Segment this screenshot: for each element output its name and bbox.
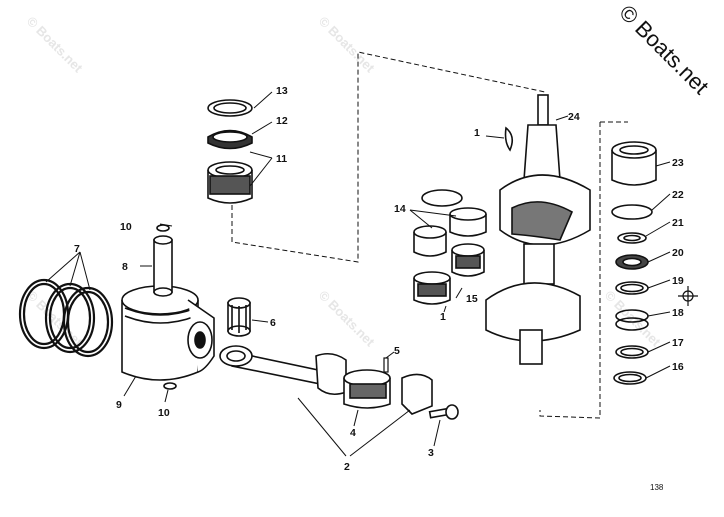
callout-16: 16 (672, 361, 684, 373)
callout-20: 20 (672, 247, 684, 259)
woodruff-key-1 (504, 126, 514, 152)
callout-17: 17 (672, 337, 684, 349)
callout-13: 13 (276, 85, 288, 97)
callout-labels: 13 12 11 10 8 7 6 9 10 2 4 5 3 14 15 1 1… (74, 85, 684, 473)
callout-1-upper: 1 (474, 127, 480, 139)
guide-line-right (539, 122, 601, 419)
connecting-rod-2 (219, 345, 433, 415)
needle-bearing-6 (227, 297, 251, 337)
lower-bearing-group (611, 141, 657, 385)
dowel-pin-5 (383, 357, 389, 373)
page-number: 138 (650, 483, 664, 492)
callout-1-lower: 1 (440, 311, 446, 323)
callout-22: 22 (672, 189, 684, 201)
watermark-1: © Boats.net (24, 14, 86, 76)
callout-3: 3 (428, 447, 434, 459)
piston-ring (62, 286, 114, 358)
watermark-2: © Boats.net (316, 14, 378, 76)
guide-line-bearing-set (231, 51, 546, 263)
callout-18: 18 (672, 307, 684, 319)
rod-screw-3 (428, 404, 459, 420)
brand-watermark: © Boats.net (614, 0, 713, 99)
callout-11: 11 (276, 153, 287, 165)
callout-15: 15 (466, 293, 478, 305)
callout-21: 21 (672, 217, 684, 229)
retaining-ring-10-lower (163, 382, 177, 390)
callout-24: 24 (568, 111, 580, 123)
callout-23: 23 (672, 157, 684, 169)
callout-10-bottom: 10 (158, 407, 170, 419)
centerline-symbol (678, 286, 698, 306)
rod-bearing-4 (343, 369, 391, 409)
upper-bearing-group (207, 99, 253, 204)
callout-12: 12 (276, 115, 288, 127)
piston-9 (121, 285, 215, 381)
callout-2: 2 (344, 461, 350, 473)
callout-10-top: 10 (120, 221, 132, 233)
crankshaft-24 (485, 94, 591, 365)
center-bearings-14 (413, 189, 487, 257)
piston-rings-7 (18, 278, 114, 358)
callout-5: 5 (394, 345, 400, 357)
watermark-4: © Boats.net (316, 288, 378, 350)
piston-ring (44, 282, 96, 354)
callout-19: 19 (672, 275, 684, 287)
wrist-pin-8 (153, 235, 173, 297)
center-bearings-15 (413, 243, 485, 305)
callout-14: 14 (394, 203, 406, 215)
retaining-ring-10 (156, 224, 170, 232)
callout-8: 8 (122, 261, 128, 273)
leader-lines (45, 91, 671, 457)
assembly-guide-lines (231, 51, 628, 419)
callout-6: 6 (270, 317, 276, 329)
callout-9: 9 (116, 399, 122, 411)
callout-7: 7 (74, 243, 80, 255)
callout-4: 4 (350, 427, 356, 439)
ring-22 (611, 204, 653, 220)
bearing-23 (611, 150, 657, 186)
